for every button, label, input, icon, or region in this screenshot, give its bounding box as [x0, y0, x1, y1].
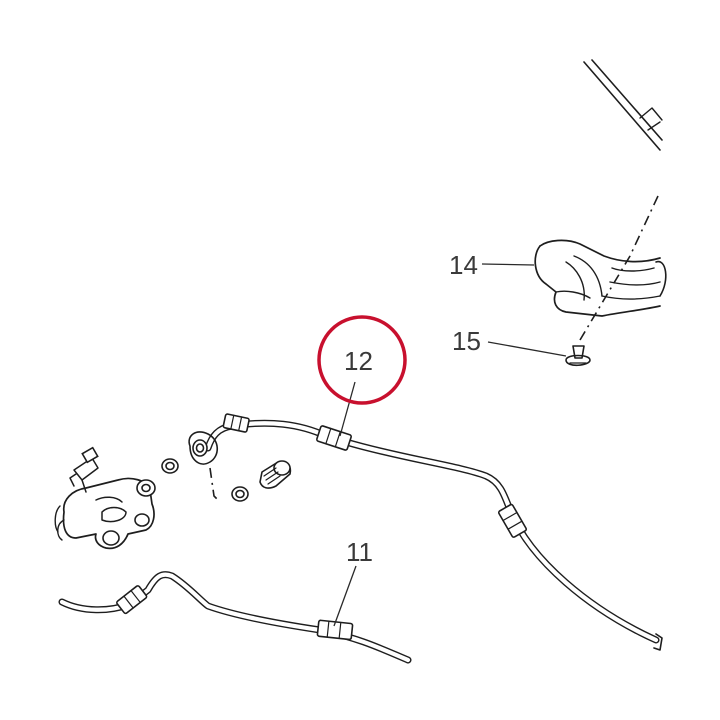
part-14-bracket — [534, 239, 667, 317]
part-15-screw — [565, 345, 591, 367]
callout-11-leader — [333, 565, 357, 627]
callout-14: 14 — [449, 250, 478, 280]
part-11-hose — [58, 571, 412, 664]
callout-12-leader — [339, 381, 356, 437]
highlight-ring — [317, 315, 407, 405]
callout-12: 12 — [344, 346, 373, 376]
sealing-washers — [161, 458, 249, 502]
part-12-hose — [188, 413, 663, 651]
master-cylinder — [54, 446, 156, 550]
callout-11: 11 — [346, 537, 373, 567]
banjo-bolt — [259, 460, 292, 489]
assembly-axis-line — [579, 195, 659, 341]
frame-structure — [583, 59, 663, 151]
callout-15: 15 — [452, 326, 481, 356]
banjo-axis-line — [209, 467, 221, 503]
callout-15-leader — [487, 341, 567, 357]
callout-14-leader — [481, 263, 535, 266]
